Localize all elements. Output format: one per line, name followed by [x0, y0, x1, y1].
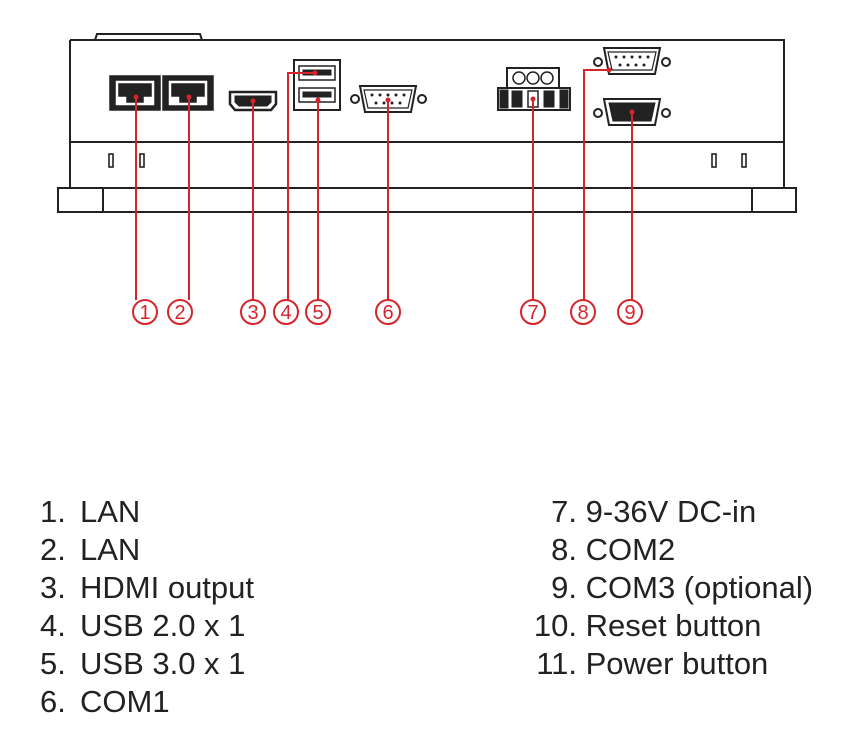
- leader-line-4: [287, 72, 315, 300]
- legend-item: 5. USB 3.0 x 1: [40, 645, 254, 683]
- top-lip: [94, 33, 203, 41]
- legend-number: 4.: [40, 608, 66, 643]
- legend-item: 9. COM3 (optional): [522, 569, 813, 607]
- io-panel-diagram: 1 2 3 4 5 6 7 8 9: [57, 33, 797, 325]
- legend-label: COM3 (optional): [585, 570, 814, 605]
- legend-item: 2. LAN: [40, 531, 254, 569]
- legend-left-column: 1.LAN 2.LAN 3.HDMI output 4.USB 2.0 x 1 …: [40, 493, 254, 721]
- legend-item: 8. COM2: [522, 531, 813, 569]
- legend-item: 1. LAN: [40, 493, 254, 531]
- callout-number-9: 9: [624, 302, 635, 324]
- legend-item: 3. HDMI output: [40, 569, 254, 607]
- legend-label: COM2: [585, 532, 676, 567]
- callout-number-1: 1: [139, 302, 150, 324]
- legend-number: 10.: [533, 608, 577, 643]
- callout-circle-4: [273, 299, 299, 325]
- legend-label: COM1: [80, 684, 170, 719]
- callout-circle-1: [132, 299, 158, 325]
- com1-port: [350, 85, 427, 113]
- legend-number: 9.: [551, 570, 577, 605]
- com2-port: [593, 47, 671, 75]
- callout-number-7: 7: [527, 302, 538, 324]
- legend-label: 9-36V DC-in: [585, 494, 757, 529]
- callout-number-5: 5: [312, 302, 323, 324]
- leader-line-8: [583, 69, 609, 300]
- callout-circle-3: [240, 299, 266, 325]
- callout-number-2: 2: [174, 302, 185, 324]
- legend-label: USB 3.0 x 1: [80, 646, 246, 681]
- legend-label: USB 2.0 x 1: [80, 608, 246, 643]
- legend-label: LAN: [80, 494, 141, 529]
- legend-number: 3.: [40, 570, 66, 605]
- callout-circle-5: [305, 299, 331, 325]
- legend-number: 8.: [551, 532, 577, 567]
- callout-circle-2: [167, 299, 193, 325]
- legend-number: 6.: [40, 684, 66, 719]
- usb-3-port: [298, 87, 336, 103]
- callout-number-3: 3: [247, 302, 258, 324]
- callout-circle-8: [570, 299, 596, 325]
- callout-number-4: 4: [280, 302, 291, 324]
- slot: [741, 153, 747, 168]
- legend-right-column: 7. 9-36V DC-in 8. COM2 9. COM3 (optional…: [522, 493, 813, 683]
- legend-label: Power button: [585, 646, 769, 681]
- legend-label: Reset button: [585, 608, 762, 643]
- legend-label: HDMI output: [80, 570, 255, 605]
- callout-number-6: 6: [382, 302, 393, 324]
- front-bezel: [57, 187, 797, 213]
- legend-item: 4. USB 2.0 x 1: [40, 607, 254, 645]
- legend-number: 1.: [40, 494, 66, 529]
- legend-item: 11. Power button: [522, 645, 813, 683]
- slot: [711, 153, 717, 168]
- legend-number: 5.: [40, 646, 66, 681]
- callout-number-8: 8: [577, 302, 588, 324]
- slot: [108, 153, 114, 168]
- legend-item: 7. 9-36V DC-in: [522, 493, 813, 531]
- legend-number: 11.: [536, 646, 577, 681]
- legend-item: 6. COM1: [40, 683, 254, 721]
- callout-circle-7: [520, 299, 546, 325]
- legend-number: 2.: [40, 532, 66, 567]
- chassis-outline: [69, 39, 785, 189]
- legend-number: 7.: [551, 494, 577, 529]
- slot: [139, 153, 145, 168]
- legend-item: 10. Reset button: [522, 607, 813, 645]
- callout-circle-9: [617, 299, 643, 325]
- callout-circle-6: [375, 299, 401, 325]
- legend-label: LAN: [80, 532, 141, 567]
